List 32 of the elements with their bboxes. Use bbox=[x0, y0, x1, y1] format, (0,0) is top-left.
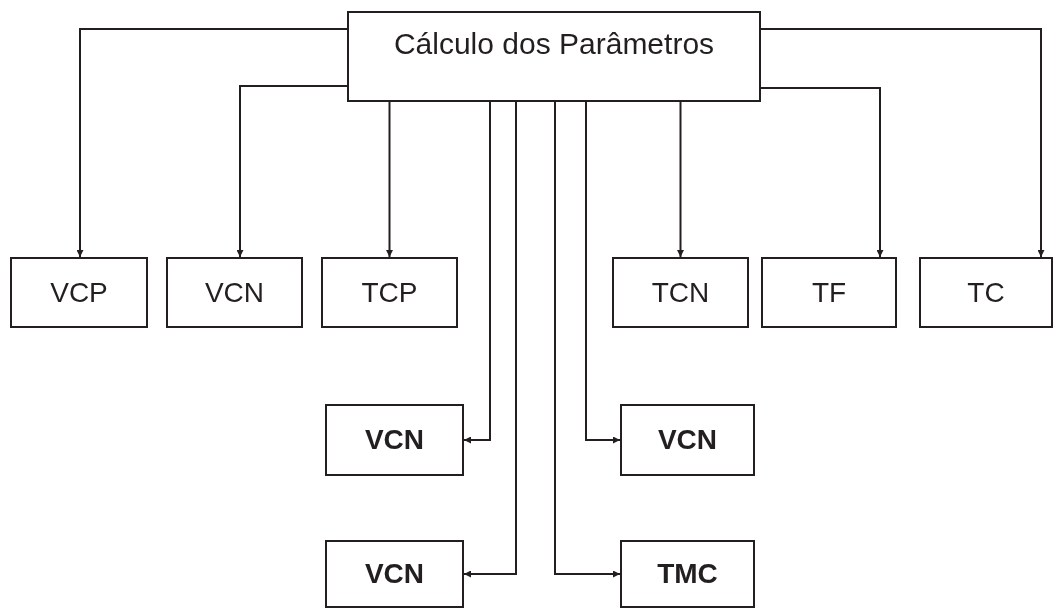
arrow bbox=[554, 101, 621, 578]
box-label: VCN bbox=[364, 423, 425, 457]
box-label: VCN bbox=[657, 423, 718, 457]
process-box bbox=[325, 540, 464, 608]
arrow bbox=[386, 101, 393, 258]
arrow bbox=[585, 101, 621, 444]
process-box bbox=[620, 540, 755, 608]
arrow bbox=[760, 87, 884, 258]
process-box bbox=[347, 11, 761, 102]
process-box bbox=[761, 257, 897, 328]
process-box bbox=[321, 257, 458, 328]
arrow bbox=[463, 101, 491, 444]
process-box bbox=[620, 404, 755, 476]
process-box bbox=[919, 257, 1053, 328]
process-box bbox=[325, 404, 464, 476]
process-box bbox=[166, 257, 303, 328]
box-label: Cálculo dos Parâmetros bbox=[393, 26, 715, 62]
process-box bbox=[10, 257, 148, 328]
box-label: TCN bbox=[651, 275, 710, 310]
arrow bbox=[463, 101, 517, 578]
arrow bbox=[76, 28, 348, 258]
process-box bbox=[612, 257, 749, 328]
box-label: VCN bbox=[204, 275, 265, 310]
box-label: TF bbox=[811, 275, 847, 310]
arrow bbox=[236, 85, 348, 258]
box-label: VCP bbox=[50, 275, 108, 310]
arrow bbox=[677, 101, 684, 258]
box-label: VCN bbox=[364, 557, 425, 591]
box-label: TCP bbox=[361, 275, 418, 310]
box-label: TC bbox=[967, 275, 1005, 310]
box-label: TMC bbox=[657, 557, 718, 591]
arrow bbox=[760, 28, 1045, 258]
